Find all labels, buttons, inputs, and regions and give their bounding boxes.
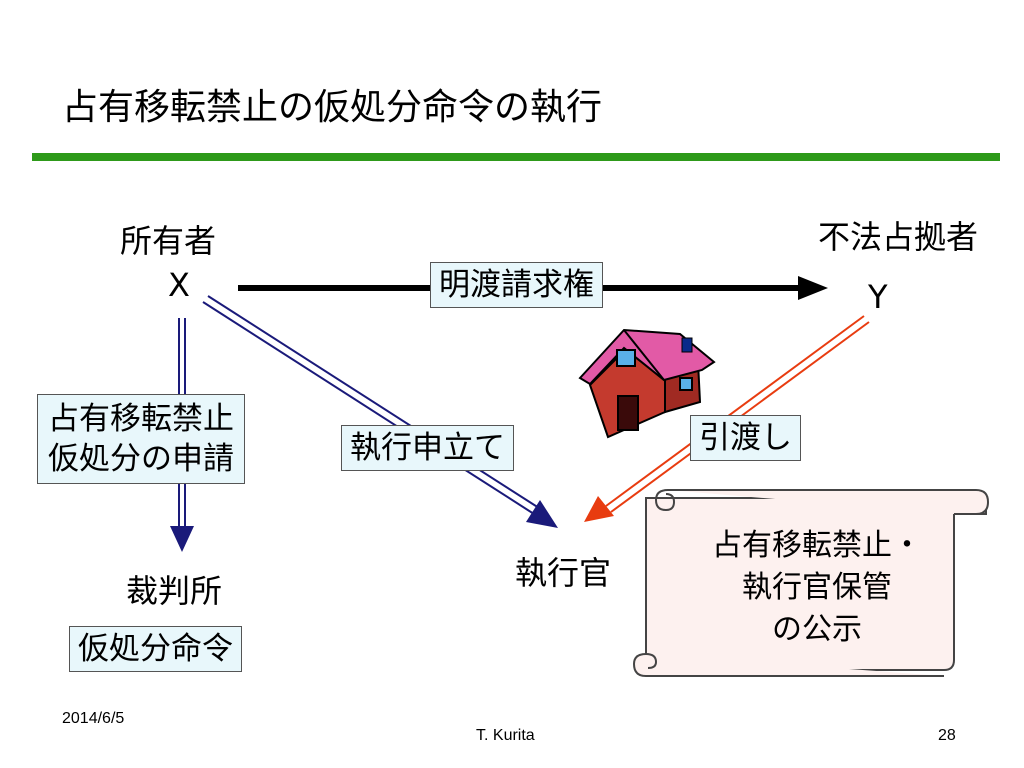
claim-box: 明渡請求権: [430, 262, 603, 308]
owner-letter: X: [168, 266, 190, 304]
application-box: 占有移転禁止 仮処分の申請: [37, 394, 245, 484]
notice-text: 占有移転禁止・ 執行官保管 の公示: [672, 525, 962, 651]
notice-line-1: 占有移転禁止・: [712, 528, 922, 563]
title-underline: [32, 153, 1000, 161]
handover-box: 引渡し: [690, 415, 801, 461]
court-label: 裁判所: [126, 572, 223, 610]
handover-label: 引渡し: [699, 420, 792, 456]
claim-label: 明渡請求権: [439, 267, 594, 303]
slide-title: 占有移転禁止の仮処分命令の執行: [62, 87, 603, 128]
footer-date: 2014/6/5: [62, 710, 125, 727]
occupier-letter: Y: [868, 278, 888, 316]
application-line-2: 仮処分の申請: [48, 441, 234, 477]
house-icon: [578, 328, 716, 439]
order-label: 仮処分命令: [78, 631, 233, 667]
scroll-icon: [632, 489, 990, 677]
bailiff-label: 執行官: [515, 554, 612, 592]
notice-line-2: 執行官保管: [742, 570, 892, 605]
occupier-label: 不法占拠者: [818, 218, 979, 256]
order-box: 仮処分命令: [69, 626, 242, 672]
enforcement-request-box: 執行申立て: [341, 425, 514, 471]
notice-line-3: の公示: [772, 612, 862, 647]
enforcement-request-label: 執行申立て: [350, 430, 505, 466]
footer-author: T. Kurita: [476, 727, 535, 744]
enforcement-arrow: [202, 295, 558, 528]
owner-label: 所有者: [120, 222, 217, 260]
page-number: 28: [938, 727, 956, 744]
application-line-1: 占有移転禁止: [48, 401, 234, 437]
